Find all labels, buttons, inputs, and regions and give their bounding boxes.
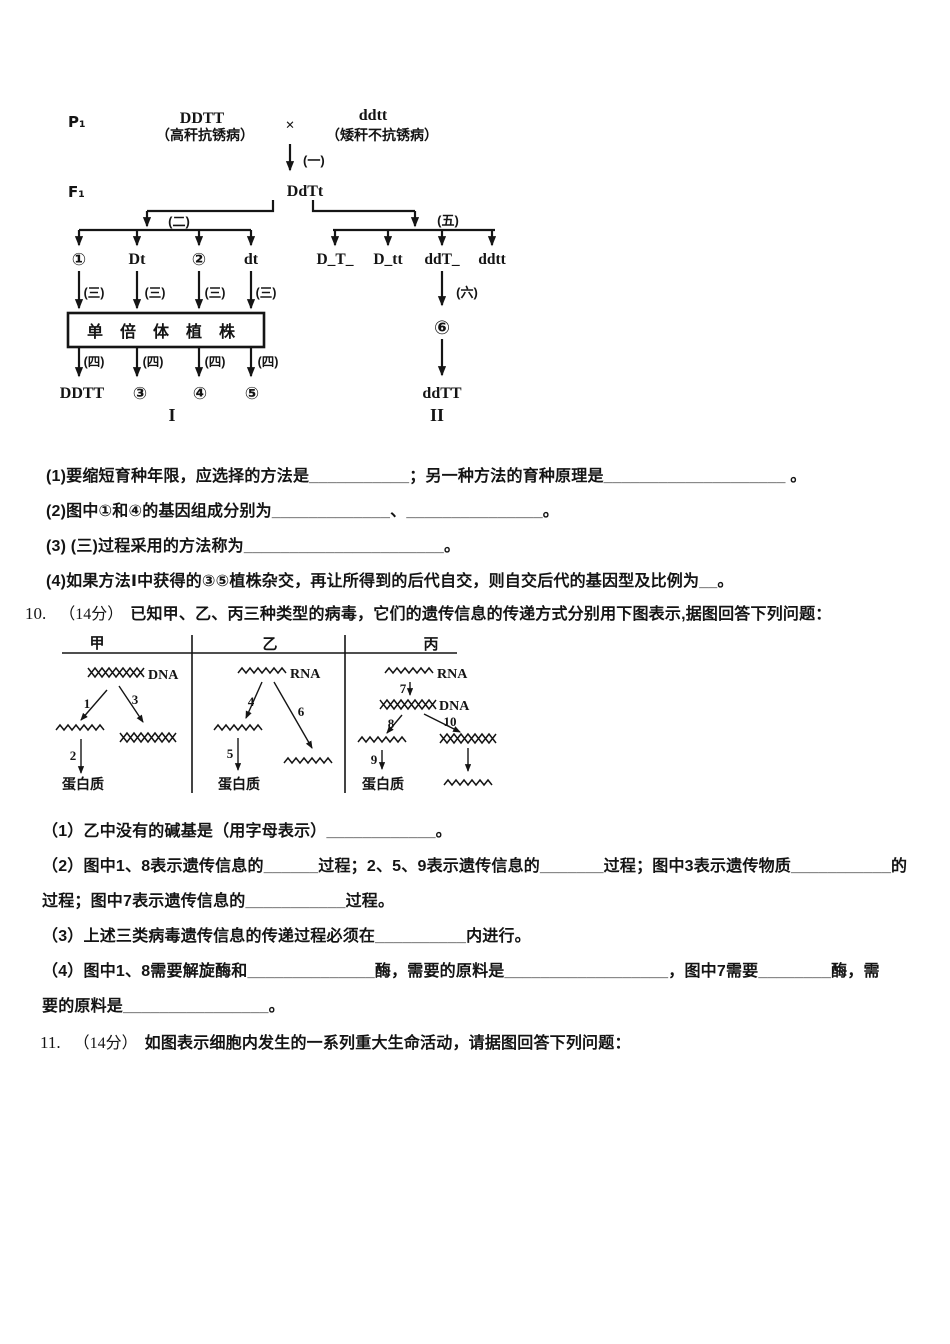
left-elbow-line — [147, 200, 275, 213]
gamete-Dt: Dt — [129, 251, 147, 268]
genotype-D_tt: D_tt — [373, 251, 403, 268]
step-1-label: (一) — [303, 153, 325, 168]
arrow-6-label: 6 — [298, 704, 305, 719]
arrow-1 — [80, 689, 108, 721]
q11-number: 11. — [40, 1033, 61, 1052]
q10-points: （14分） — [59, 606, 124, 623]
q10-number: 10. — [25, 604, 47, 623]
genotype-ddT_: ddT_ — [424, 251, 460, 268]
q10-part-4: （4）图中1、8需要解旋酶和______________酶，需要的原料是____… — [42, 963, 880, 980]
dna-strand-glyph — [119, 732, 177, 743]
result-circle5: ⑤ — [245, 384, 259, 404]
method-I-label: I — [168, 405, 175, 425]
circle6: ⑥ — [434, 317, 450, 339]
gamete-circle2: ② — [192, 250, 206, 270]
arrow-7-label: 7 — [400, 681, 407, 696]
jia-dna-label: DNA — [148, 668, 179, 683]
arrow-10 — [423, 713, 461, 733]
arrow-1-label: 1 — [84, 696, 91, 711]
result-DDTT: DDTT — [60, 385, 105, 402]
q9-part-1: (1)要缩短育种年限，应选择的方法是___________；另一种方法的育种原理… — [46, 468, 807, 485]
q9-part-3: (3) (三)过程采用的方法称为______________________。 — [46, 538, 461, 555]
step-5-label: (五) — [437, 213, 459, 228]
rna-strand-glyph — [237, 667, 287, 674]
q10-part-4-cont: 要的原料是________________。 — [42, 998, 285, 1015]
step-6-label: (六) — [456, 285, 478, 300]
q9-part-4: (4)如果方法Ⅰ中获得的③⑤植株杂交，再让所得到的后代自交，则自交后代的基因型及… — [46, 573, 734, 590]
haploid-plant-box — [66, 311, 266, 349]
q10-stem: 已知甲、乙、丙三种类型的病毒，它们的遗传信息的传递方式分别用下图表示,据图回答下… — [130, 606, 832, 623]
step-3-label: (三) — [84, 286, 105, 300]
bing-protein-label: 蛋白质 — [362, 776, 404, 792]
panel-jia-header: 甲 — [89, 635, 104, 652]
parent1-phenotype: （高秆抗锈病） — [156, 127, 254, 143]
bing-dna-label: DNA — [439, 699, 470, 714]
rna-strand-glyph — [283, 757, 333, 764]
genotype-ddtt: ddtt — [478, 251, 506, 268]
q10-part-2: （2）图中1、8表示遗传信息的______过程；2、5、9表示遗传信息的____… — [42, 858, 908, 875]
arrow-9-label: 9 — [371, 752, 378, 767]
panel-yi-header: 乙 — [262, 636, 277, 653]
step-4-label: (四) — [84, 355, 105, 369]
f1-genotype: DdTt — [287, 183, 324, 200]
result-circle3: ③ — [133, 384, 147, 404]
arrow-10-label: 10 — [444, 714, 457, 729]
arrow-4-label: 4 — [248, 694, 255, 709]
rna-strand-glyph — [213, 724, 263, 731]
haploid-plant-box-label: 单倍体植株 — [87, 322, 252, 341]
q11-header: 11. （14分） 如图表示细胞内发生的一系列重大生命活动，请据图回答下列问题： — [40, 1029, 631, 1053]
virus-diagram: 甲 乙 丙 DNA 1 3 2 蛋白质 RNA 4 6 5 蛋白质 RNA 7 — [55, 635, 497, 793]
dna-strand-glyph — [379, 699, 437, 710]
result-circle4: ④ — [193, 384, 207, 404]
step-4-label: (四) — [143, 355, 164, 369]
panel-bing-header: 丙 — [423, 636, 438, 653]
parent2-phenotype: （矮秆不抗锈病） — [326, 127, 438, 143]
rna-strand-glyph — [443, 779, 493, 786]
step-4-label: (四) — [258, 355, 279, 369]
dna-strand-glyph — [439, 733, 497, 744]
q10-part-1: （1）乙中没有的碱基是（用字母表示）____________。 — [42, 823, 452, 840]
result-ddTT: ddTT — [422, 385, 461, 402]
step-3-label: (三) — [256, 286, 277, 300]
q10-part-3: （3）上述三类病毒遗传信息的传递过程必须在__________内进行。 — [42, 928, 531, 945]
arrow-2-label: 2 — [70, 748, 77, 763]
p1-label: P₁ — [68, 113, 86, 131]
q11-stem: 如图表示细胞内发生的一系列重大生命活动，请据图回答下列问题： — [144, 1035, 631, 1052]
step-3-label: (三) — [145, 286, 166, 300]
q10-header: 10. （14分） 已知甲、乙、丙三种类型的病毒，它们的遗传信息的传递方式分别用下图… — [25, 600, 832, 624]
yi-rna-label: RNA — [290, 667, 321, 682]
step-4-label: (四) — [205, 355, 226, 369]
breeding-diagram: P₁ DDTT （高秆抗锈病） × ddtt （矮秆不抗锈病） (一) F₁ D… — [60, 107, 507, 425]
f1-label: F₁ — [68, 183, 85, 201]
parent1-genotype: DDTT — [180, 110, 225, 127]
arrow-6 — [273, 681, 313, 749]
bing-rna-label: RNA — [437, 667, 468, 682]
dna-strand-glyph — [87, 667, 145, 678]
rna-strand-glyph — [384, 667, 434, 674]
rna-strand-glyph — [55, 724, 105, 731]
cross-symbol: × — [285, 117, 294, 134]
arrow-8-label: 8 — [388, 716, 395, 731]
rna-strand-glyph — [357, 736, 407, 743]
arrow-4 — [245, 681, 263, 719]
gamete-circle1: ① — [72, 250, 86, 270]
arrow-5-label: 5 — [227, 746, 234, 761]
arrow-8 — [386, 714, 403, 734]
q11-points: （14分） — [73, 1035, 138, 1052]
genotype-D_T_: D_T_ — [316, 251, 353, 268]
yi-protein-label: 蛋白质 — [218, 776, 260, 792]
arrow-3-label: 3 — [132, 692, 139, 707]
arrow-3 — [118, 685, 144, 723]
gamete-dt: dt — [244, 251, 259, 268]
right-elbow-line — [311, 200, 415, 213]
q9-part-2: (2)图中①和④的基因组成分别为_____________、__________… — [46, 503, 560, 520]
step-3-label: (三) — [205, 286, 226, 300]
jia-protein-label: 蛋白质 — [62, 776, 104, 792]
step-2-label: (二) — [168, 214, 190, 229]
method-II-label: II — [430, 405, 444, 425]
q10-part-2-cont: 过程；图中7表示遗传信息的___________过程。 — [42, 893, 395, 910]
parent2-genotype: ddtt — [359, 107, 388, 124]
